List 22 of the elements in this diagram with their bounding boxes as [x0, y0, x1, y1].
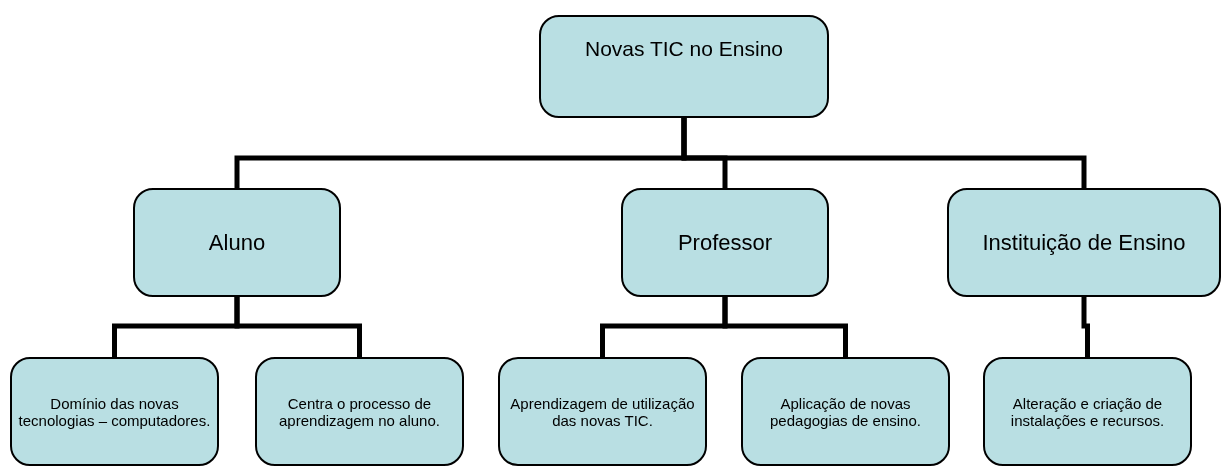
- tree-box: [133, 188, 341, 297]
- connector-line: [722, 297, 848, 357]
- box-label: Centra o processo de aprendizagem no aluno.: [278, 394, 441, 429]
- tree-box: [741, 357, 950, 466]
- box-label: Aplicação de novas pedagogias de ensino.: [769, 394, 922, 429]
- box-label: Aluno: [208, 229, 266, 256]
- box-label: Professor: [677, 229, 773, 256]
- connector-line: [234, 297, 362, 357]
- tree-box: [498, 357, 707, 466]
- box-label: Domínio das novas tecnologias – computadores.: [17, 394, 212, 429]
- box-label: Alteração e criação de instalações e recursos.: [1009, 394, 1166, 429]
- box-label: Novas TIC no Ensino: [584, 37, 783, 61]
- connector-line: [1081, 297, 1090, 357]
- connector-line: [681, 118, 1087, 188]
- tree-box: [539, 15, 829, 118]
- box-label: Aprendizagem de utilização das novas TIC.: [509, 394, 696, 429]
- tree-box: [983, 357, 1192, 466]
- tree-box: [10, 357, 219, 466]
- tree-box: [255, 357, 464, 466]
- box-label: Instituição de Ensino: [982, 229, 1186, 256]
- tree-box: [621, 188, 829, 297]
- tree-box: [947, 188, 1221, 297]
